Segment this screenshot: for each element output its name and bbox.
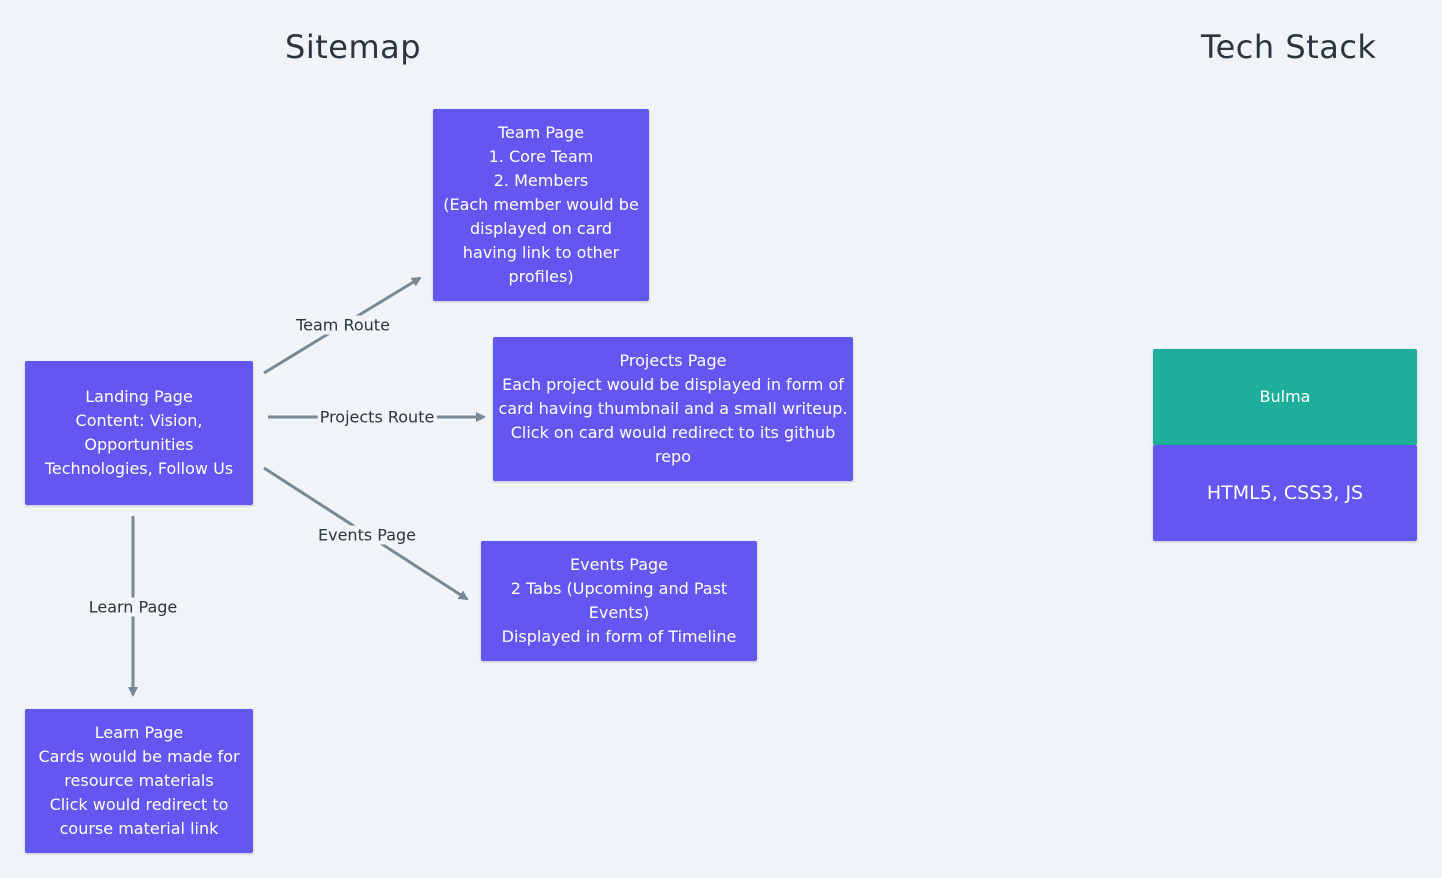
tech-stack-heading: Tech Stack — [1201, 28, 1377, 66]
projects-page-node: Projects Page Each project would be disp… — [493, 337, 853, 481]
team-node-line: 1. Core Team — [488, 147, 594, 166]
landing-page-node: Landing Page Content: Vision, Opportunit… — [25, 361, 253, 505]
projects-route-label: Projects Route — [317, 407, 437, 427]
team-node-line: having link to other — [462, 243, 620, 262]
landing-node-line: Content: Vision, — [75, 411, 203, 430]
tech-stack-bulma: Bulma — [1153, 349, 1417, 445]
landing-node-line: Technologies, Follow Us — [44, 459, 234, 478]
learn-page-node: Learn Page Cards would be made for resou… — [25, 709, 253, 853]
events-page-node: Events Page 2 Tabs (Upcoming and Past Ev… — [481, 541, 757, 661]
team-node-line: Team Page — [497, 123, 585, 142]
learn-node-line: Click would redirect to — [49, 795, 229, 814]
projects-node-line: repo — [654, 447, 691, 466]
landing-node-line: Landing Page — [85, 387, 193, 406]
html-css-js-label: HTML5, CSS3, JS — [1206, 482, 1364, 504]
team-node-line: (Each member would be — [443, 195, 639, 214]
learn-node-line: Cards would be made for — [38, 747, 240, 766]
team-node-line: 2. Members — [493, 171, 589, 190]
events-node-line: Events Page — [570, 555, 668, 574]
events-node-line: Events) — [588, 603, 650, 622]
learn-node-line: resource materials — [64, 771, 214, 790]
events-page-label: Events Page — [316, 525, 418, 545]
team-route-label: Team Route — [294, 315, 392, 335]
sitemap-heading: Sitemap — [285, 28, 422, 66]
projects-node-line: Each project would be displayed in form … — [502, 375, 844, 394]
events-node-line: Displayed in form of Timeline — [501, 627, 737, 646]
learn-node-line: Learn Page — [94, 723, 184, 742]
learn-page-label: Learn Page — [86, 597, 180, 617]
events-node-line: 2 Tabs (Upcoming and Past — [510, 579, 728, 598]
projects-node-line: card having thumbnail and a small writeu… — [498, 399, 848, 418]
team-node-line: displayed on card — [470, 219, 612, 238]
projects-node-line: Projects Page — [619, 351, 727, 370]
landing-node-line: Opportunities — [84, 435, 194, 454]
team-node-line: profiles) — [508, 267, 574, 286]
tech-stack-html-css-js: HTML5, CSS3, JS — [1153, 445, 1417, 541]
projects-node-line: Click on card would redirect to its gith… — [510, 423, 836, 442]
bulma-label: Bulma — [1259, 387, 1311, 406]
learn-node-line: course material link — [59, 819, 219, 838]
team-page-node: Team Page 1. Core Team 2. Members (Each … — [433, 109, 649, 301]
